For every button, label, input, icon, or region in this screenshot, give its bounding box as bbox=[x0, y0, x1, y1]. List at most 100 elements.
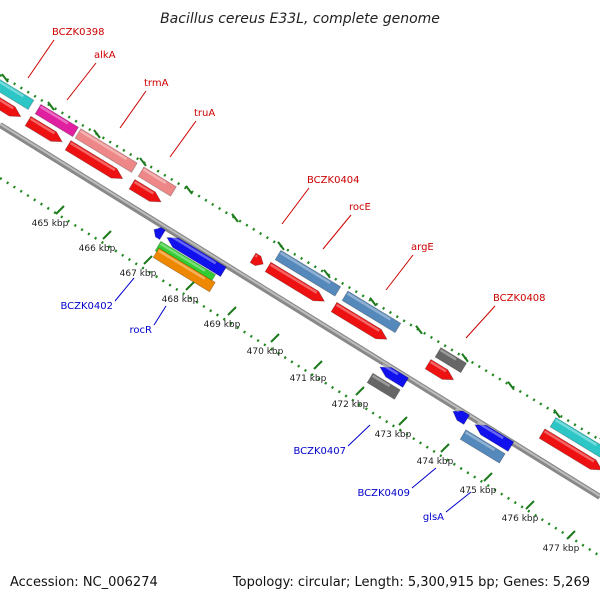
feature-rev-small-1-shape bbox=[153, 227, 166, 241]
forward-gene-leader bbox=[169, 120, 197, 158]
feature-bczk0404-top[interactable] bbox=[274, 249, 342, 297]
forward-gene-label[interactable]: trmA bbox=[144, 78, 169, 89]
feature-trua-top-shine bbox=[142, 168, 167, 185]
accession-text: Accession: NC_006274 bbox=[10, 575, 158, 590]
feature-trma-top[interactable] bbox=[74, 128, 138, 173]
outer-tick-mark bbox=[369, 297, 377, 307]
feature-trua-top[interactable] bbox=[137, 166, 177, 197]
kbp-tick-label: 468 kbp bbox=[162, 295, 199, 305]
feature-bczk0402-rev[interactable] bbox=[164, 233, 227, 278]
outer-tick-mark bbox=[139, 157, 147, 167]
forward-gene-leader bbox=[27, 39, 55, 79]
feature-bczk0404[interactable] bbox=[264, 261, 327, 306]
kbp-tick-label: 474 kbp bbox=[417, 457, 454, 467]
feature-bczk0408-top-shape bbox=[549, 416, 600, 459]
feature-bczk0407-rev-shape bbox=[379, 366, 410, 388]
feature-rev-small-2[interactable] bbox=[450, 407, 471, 425]
feature-bczk0402-rev-shine bbox=[168, 234, 217, 265]
kbp-tick-mark bbox=[185, 281, 195, 291]
forward-gene-leader bbox=[66, 62, 97, 101]
reverse-gene-label[interactable]: rocR bbox=[130, 325, 153, 336]
outer-tick-mark bbox=[185, 185, 193, 195]
feature-roce[interactable] bbox=[330, 301, 390, 344]
feature-bczk0409-rev[interactable] bbox=[472, 420, 515, 452]
feature-bczk0407-grey-shine bbox=[371, 374, 391, 388]
outer-tick-mark bbox=[553, 409, 561, 419]
forward-gene-label[interactable]: truA bbox=[194, 108, 215, 119]
reverse-gene-leader bbox=[411, 467, 437, 489]
feature-trma-shine bbox=[69, 142, 116, 172]
feature-bczk0398[interactable] bbox=[0, 92, 24, 121]
kbp-tick-mark bbox=[227, 306, 237, 316]
kbp-tick-mark bbox=[483, 472, 493, 482]
feature-rev-small-1-shine bbox=[155, 226, 159, 230]
feature-bczk0408-top[interactable] bbox=[549, 416, 600, 459]
forward-gene-label[interactable]: BCZK0404 bbox=[307, 175, 360, 186]
kbp-tick-label: 477 kbp bbox=[543, 544, 580, 554]
outer-ruler bbox=[0, 73, 600, 442]
feature-trua-shine bbox=[133, 180, 154, 195]
outer-tick-mark bbox=[507, 381, 515, 391]
feature-small-fwd[interactable] bbox=[249, 252, 266, 269]
kbp-tick-mark bbox=[270, 333, 280, 343]
feature-roce-shine bbox=[335, 303, 380, 332]
feature-glsa-shine bbox=[464, 431, 496, 451]
kbp-tick-label: 465 kbp bbox=[32, 219, 69, 229]
feature-bczk0408-shape bbox=[538, 428, 600, 471]
feature-bczk0402-green-shine bbox=[159, 242, 206, 272]
feature-arge-top[interactable] bbox=[434, 347, 468, 374]
feature-alka-top-shine bbox=[39, 105, 69, 125]
feature-bczk0407-rev[interactable] bbox=[377, 362, 410, 388]
feature-bczk0398-shine bbox=[0, 94, 14, 110]
reverse-gene-label[interactable]: BCZK0402 bbox=[60, 301, 113, 312]
map-title: Bacillus cereus E33L, complete genome bbox=[160, 11, 440, 27]
kbp-tick-label: 473 kbp bbox=[375, 430, 412, 440]
forward-gene-leader bbox=[322, 214, 352, 250]
feature-bczk0407-rev-shine bbox=[381, 363, 399, 376]
feature-alka-top[interactable] bbox=[34, 103, 80, 138]
feature-bczk0407-grey-shape bbox=[366, 372, 401, 400]
feature-rocr-orange-shine bbox=[157, 249, 206, 280]
forward-gene-label[interactable]: rocE bbox=[349, 202, 371, 213]
feature-arge[interactable] bbox=[424, 358, 456, 385]
reverse-gene-label[interactable]: BCZK0409 bbox=[357, 488, 410, 499]
feature-trua[interactable] bbox=[128, 179, 164, 207]
feature-glsa[interactable] bbox=[459, 429, 506, 464]
reverse-gene-label[interactable]: glsA bbox=[423, 512, 444, 523]
feature-bczk0408[interactable] bbox=[538, 428, 600, 475]
forward-gene-label[interactable]: alkA bbox=[94, 50, 116, 61]
kbp-tick-label: 469 kbp bbox=[204, 320, 241, 330]
kbp-tick-mark bbox=[398, 416, 408, 426]
forward-gene-label[interactable]: argE bbox=[411, 242, 434, 253]
outer-tick-mark bbox=[323, 269, 331, 279]
feature-rocr-orange[interactable] bbox=[152, 247, 216, 293]
feature-alka-shine bbox=[29, 117, 56, 135]
forward-gene-leader bbox=[465, 305, 496, 339]
feature-arge-shape bbox=[424, 358, 455, 381]
outer-tick-mark bbox=[93, 129, 101, 139]
feature-alka-top-shape bbox=[34, 103, 80, 138]
kbp-tick-mark bbox=[143, 255, 153, 265]
forward-gene-label[interactable]: BCZK0398 bbox=[52, 27, 105, 38]
kbp-tick-label: 467 kbp bbox=[120, 269, 157, 279]
genome-summary-text: Topology: circular; Length: 5,300,915 bp… bbox=[232, 575, 590, 590]
kbp-tick-mark bbox=[55, 205, 65, 215]
feature-bczk0407-grey[interactable] bbox=[366, 372, 401, 400]
feature-alka[interactable] bbox=[24, 115, 65, 146]
feature-bczk0398-top[interactable] bbox=[0, 74, 35, 111]
feature-roce-top[interactable] bbox=[341, 290, 402, 334]
feature-trma[interactable] bbox=[64, 140, 125, 184]
feature-trma-top-shape bbox=[74, 128, 138, 173]
feature-trma-top-shine bbox=[79, 130, 128, 161]
outer-tick-mark bbox=[277, 241, 285, 251]
reverse-gene-label[interactable]: BCZK0407 bbox=[293, 446, 346, 457]
feature-rev-small-1[interactable] bbox=[151, 225, 166, 241]
reverse-gene-leader bbox=[445, 491, 472, 513]
feature-trua-shape bbox=[128, 179, 162, 203]
kbp-tick-label: 466 kbp bbox=[79, 244, 116, 254]
reverse-gene-leader bbox=[347, 424, 371, 447]
outer-tick-mark bbox=[415, 325, 423, 335]
forward-gene-label[interactable]: BCZK0408 bbox=[493, 293, 546, 304]
